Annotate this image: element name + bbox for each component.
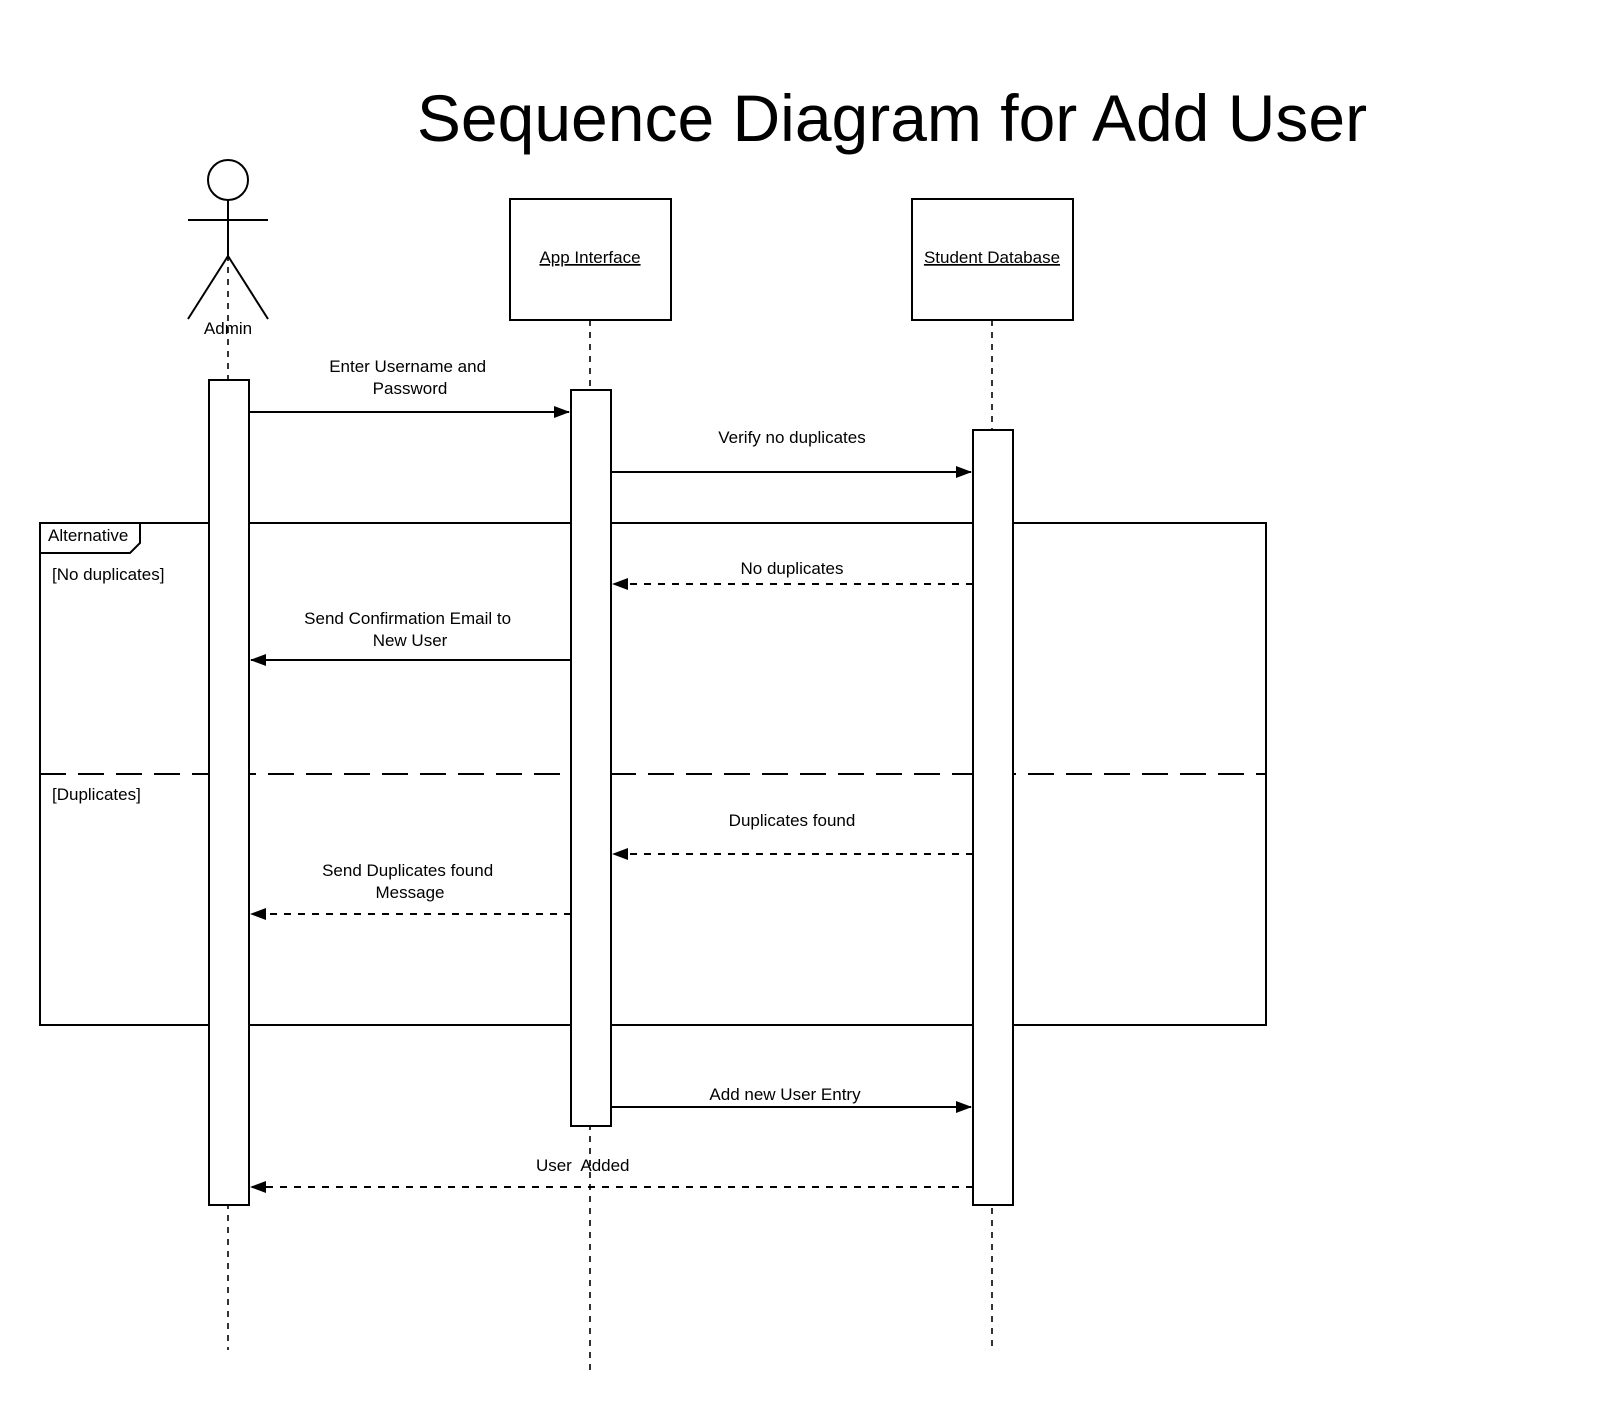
actor-label: Admin xyxy=(204,319,252,338)
message-no-duplicates: No duplicates xyxy=(612,559,973,590)
object-label: Student Database xyxy=(924,248,1060,267)
message-label: Verify no duplicates xyxy=(718,428,865,447)
activation-student-database xyxy=(972,429,1014,1206)
guard-no-duplicates: [No duplicates] xyxy=(52,565,164,584)
message-user-added: User Added xyxy=(0,0,973,1193)
messages: Enter Username and Password Verify no du… xyxy=(0,0,973,1193)
message-verify-no-duplicates: Verify no duplicates xyxy=(611,428,972,478)
message-label-line: No duplicates xyxy=(740,559,843,578)
object-box xyxy=(911,198,1074,321)
activation-bars xyxy=(208,379,1014,1206)
message-label: User Added xyxy=(0,0,672,1175)
message-label: Enter Username and Password xyxy=(329,357,491,398)
diagram-title: Sequence Diagram for Add User xyxy=(417,81,1367,155)
fragment-tab xyxy=(39,522,141,554)
message-label-line: Send Confirmation Email to xyxy=(304,609,511,628)
message-label: Add new User Entry xyxy=(709,1085,861,1104)
message-label-line: User Added xyxy=(536,1156,630,1175)
activation-admin xyxy=(208,379,250,1206)
message-label: Send Confirmation Email to New User xyxy=(304,609,516,650)
message-add-new-user-entry: Add new User Entry xyxy=(611,1085,972,1113)
object-box xyxy=(509,198,672,321)
message-enter-credentials: Enter Username and Password xyxy=(249,357,570,418)
actor-head-icon xyxy=(207,159,249,201)
message-label-line: Send Duplicates found xyxy=(322,861,493,880)
message-label: No duplicates xyxy=(740,559,843,578)
alt-fragment: Alternative [No duplicates] [Duplicates] xyxy=(39,522,1267,1026)
actor-admin: Admin xyxy=(187,159,269,338)
message-label-line: New User xyxy=(373,631,448,650)
message-label-line: Message xyxy=(376,883,445,902)
message-label-line: Password xyxy=(373,379,448,398)
message-send-duplicates-found: Send Duplicates found Message xyxy=(250,861,571,920)
guard-duplicates: [Duplicates] xyxy=(52,785,141,804)
fragment-operator: Alternative xyxy=(48,526,128,545)
message-label-line: Enter Username and xyxy=(329,357,486,376)
message-label-line: Add new User Entry xyxy=(709,1085,861,1104)
message-duplicates-found: Duplicates found xyxy=(612,811,973,860)
message-label-line: Verify no duplicates xyxy=(718,428,865,447)
message-label: Send Duplicates found Message xyxy=(322,861,498,902)
message-send-confirmation-email: Send Confirmation Email to New User xyxy=(250,609,571,666)
object-student-database: Student Database xyxy=(911,198,1074,321)
message-label: Duplicates found xyxy=(729,811,856,830)
message-label-line: Duplicates found xyxy=(729,811,856,830)
activation-app-interface xyxy=(570,389,612,1127)
object-label: App Interface xyxy=(539,248,640,267)
object-app-interface: App Interface xyxy=(509,198,672,321)
